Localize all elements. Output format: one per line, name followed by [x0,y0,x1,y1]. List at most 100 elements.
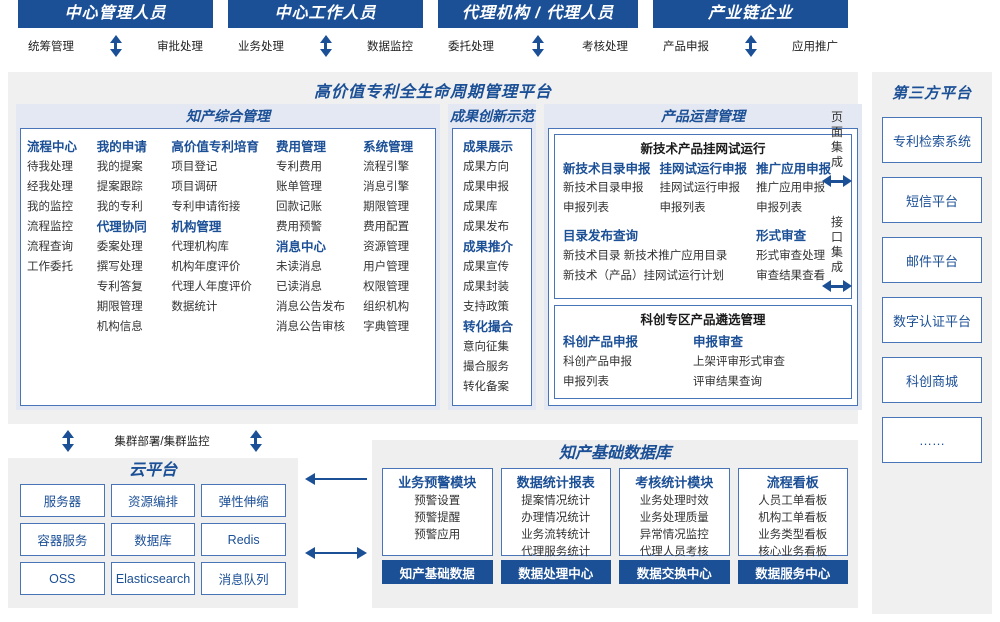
menu-item[interactable]: 项目调研 [171,181,218,193]
db-footer-badge[interactable]: 数据服务中心 [737,560,848,584]
third-party-item-5[interactable]: …… [882,417,982,463]
db-item[interactable]: 办理情况统计 [521,512,591,524]
third-party-item-2[interactable]: 邮件平台 [882,237,982,283]
db-footer-badge[interactable]: 数据处理中心 [500,560,611,584]
cloud-cell-mq[interactable]: 消息队列 [201,562,286,595]
menu-item[interactable]: 新技术目录申报 [563,182,644,194]
cloud-cell-redis[interactable]: Redis [201,523,286,556]
menu-item[interactable]: 字典管理 [363,321,410,333]
menu-item[interactable]: 消息引擎 [363,181,410,193]
db-item[interactable]: 预警提醒 [414,512,461,524]
third-party-item-0[interactable]: 专利检索系统 [882,117,982,163]
menu-item[interactable]: 成果方向 [463,161,509,173]
menu-item[interactable]: 费用配置 [363,221,410,233]
menu-item[interactable]: 推广应用申报 [756,182,826,194]
menu-item[interactable]: 资源管理 [363,241,410,253]
menu-item[interactable]: 科创产品申报 [563,356,632,368]
third-party-item-1[interactable]: 短信平台 [882,177,982,223]
menu-item[interactable]: 支持政策 [463,301,509,313]
db-item[interactable]: 预警设置 [414,495,461,507]
menu-item[interactable]: 流程引擎 [363,161,410,173]
menu-item[interactable]: 待我处理 [27,161,73,173]
db-item[interactable]: 代理服务统计 [521,546,591,558]
menu-item[interactable]: 流程查询 [27,241,73,253]
actor-2[interactable]: 代理机构 / 代理人员 委托处理 考核处理 [438,0,638,57]
menu-item[interactable]: 意向征集 [463,341,509,353]
menu-item[interactable]: 回款记账 [275,201,322,213]
cloud-cell-elasticsearch[interactable]: Elasticsearch [110,562,196,595]
db-item[interactable]: 业务处理质量 [639,512,709,524]
menu-item[interactable]: 我的专利 [96,201,143,213]
menu-item[interactable]: 申报列表 [756,202,803,214]
menu-item[interactable]: 组织机构 [363,301,410,313]
actor-1[interactable]: 中心工作人员 业务处理 数据监控 [228,0,423,57]
menu-item[interactable]: 项目登记 [171,161,218,173]
menu-item[interactable]: 形式审查处理 [756,250,826,262]
cloud-cell-server[interactable]: 服务器 [20,484,105,517]
db-item[interactable]: 提案情况统计 [521,495,591,507]
menu-item[interactable]: 经我处理 [27,181,73,193]
menu-item[interactable]: 未读消息 [275,261,322,273]
db-item[interactable]: 核心业务看板 [758,546,828,558]
menu-item[interactable]: 申报列表 [563,202,609,214]
menu-item[interactable]: 已读消息 [275,281,322,293]
menu-item[interactable]: 成果封装 [463,281,509,293]
menu-item[interactable]: 工作委托 [27,261,73,273]
actor-0[interactable]: 中心管理人员 统筹管理 审批处理 [18,0,213,57]
menu-item[interactable]: 专利费用 [275,161,322,173]
menu-item[interactable]: 新技术目录 新技术推广应用目录 [563,250,728,262]
menu-item[interactable]: 机构信息 [96,321,143,333]
menu-item[interactable]: 成果宣传 [463,261,509,273]
db-item[interactable]: 业务流转统计 [521,529,591,541]
menu-item[interactable]: 提案跟踪 [96,181,143,193]
menu-item[interactable]: 上架评审形式审查 [693,356,785,368]
menu-item[interactable]: 权限管理 [363,281,410,293]
third-party-item-3[interactable]: 数字认证平台 [882,297,982,343]
menu-item[interactable]: 流程监控 [27,221,73,233]
db-item[interactable]: 代理人员考核 [639,546,709,558]
db-item[interactable]: 异常情况监控 [639,529,709,541]
menu-item[interactable]: 成果发布 [463,221,509,233]
third-party-item-4[interactable]: 科创商城 [882,357,982,403]
menu-item[interactable]: 委案处理 [96,241,143,253]
menu-item[interactable]: 费用预警 [275,221,322,233]
menu-item[interactable]: 撰写处理 [96,261,143,273]
menu-item[interactable]: 成果库 [463,201,498,213]
menu-item[interactable]: 期限管理 [96,301,143,313]
menu-item[interactable]: 成果申报 [463,181,509,193]
actor-3[interactable]: 产业链企业 产品申报 应用推广 [653,0,848,57]
menu-item[interactable]: 账单管理 [275,181,322,193]
menu-item[interactable]: 撮合服务 [463,361,509,373]
menu-item[interactable]: 消息公告审核 [275,321,345,333]
menu-item[interactable]: 挂网试运行申报 [659,182,741,194]
menu-item[interactable]: 新技术（产品）挂网试运行计划 [563,270,724,282]
cloud-cell-autoscaling[interactable]: 弹性伸缩 [201,484,286,517]
menu-item[interactable]: 我的提案 [96,161,143,173]
db-footer-badge[interactable]: 数据交换中心 [619,560,730,584]
menu-item[interactable]: 期限管理 [363,201,410,213]
menu-item[interactable]: 我的监控 [27,201,73,213]
db-item[interactable]: 机构工单看板 [758,512,828,524]
menu-item[interactable]: 专利答复 [96,281,143,293]
menu-item[interactable]: 机构年度评价 [171,261,241,273]
cloud-cell-oss[interactable]: OSS [20,562,105,595]
menu-item[interactable]: 申报列表 [563,376,609,388]
menu-item[interactable]: 代理机构库 [171,241,229,253]
menu-item[interactable]: 审查结果查看 [756,270,826,282]
cloud-cell-orchestration[interactable]: 资源编排 [110,484,196,517]
menu-item[interactable]: 专利申请衔接 [171,201,241,213]
menu-item[interactable]: 转化备案 [463,381,509,393]
menu-item[interactable]: 评审结果查询 [693,376,762,388]
db-item[interactable]: 业务处理时效 [639,495,709,507]
cloud-cell-container[interactable]: 容器服务 [20,523,105,556]
menu-item[interactable]: 数据统计 [171,301,218,313]
menu-item[interactable]: 代理人年度评价 [171,281,252,293]
db-footer-badge[interactable]: 知产基础数据 [382,560,493,584]
menu-item[interactable]: 申报列表 [659,202,706,214]
menu-item[interactable]: 消息公告发布 [275,301,345,313]
menu-item[interactable]: 用户管理 [363,261,410,273]
db-item[interactable]: 预警应用 [414,529,461,541]
cloud-cell-database[interactable]: 数据库 [110,523,196,556]
db-item[interactable]: 业务类型看板 [758,529,828,541]
db-item[interactable]: 人员工单看板 [758,495,828,507]
